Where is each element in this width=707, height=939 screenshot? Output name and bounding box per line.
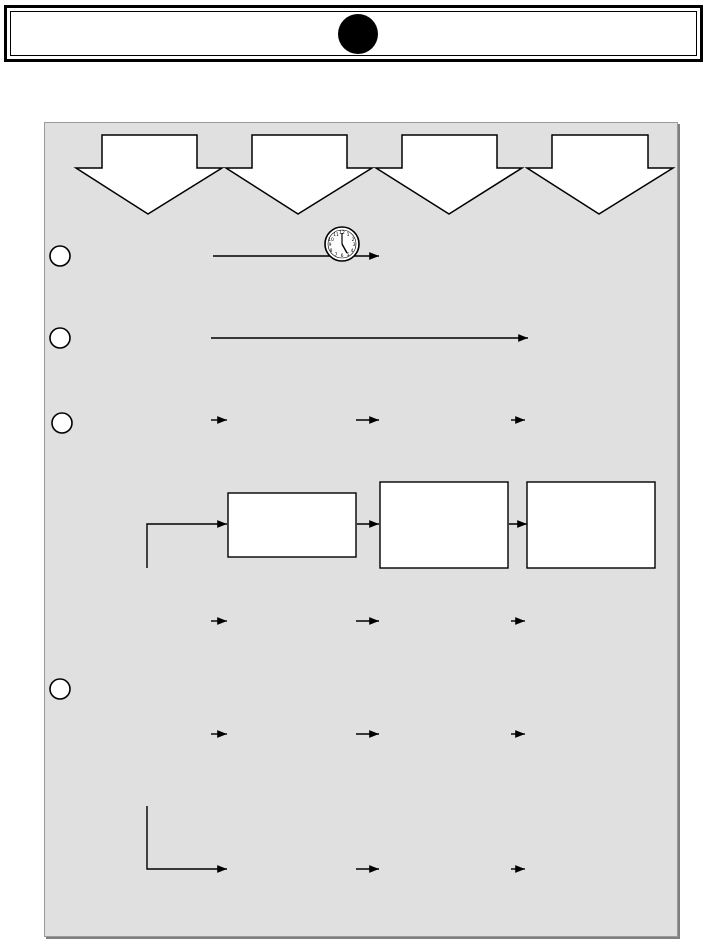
- row-marker-4: [49, 678, 71, 700]
- header-circle-marker: [338, 14, 378, 54]
- row-marker-1: [49, 245, 71, 267]
- svg-text:10: 10: [328, 237, 334, 243]
- flow-box-3: [526, 481, 656, 569]
- svg-text:4: 4: [351, 248, 354, 254]
- column-arrow-4: [524, 134, 676, 215]
- svg-text:9: 9: [329, 242, 332, 248]
- svg-text:6: 6: [341, 253, 344, 259]
- svg-text:7: 7: [335, 252, 338, 258]
- svg-text:8: 8: [330, 248, 333, 254]
- column-arrow-2: [223, 134, 375, 215]
- header-inner-border: [10, 11, 697, 56]
- column-arrow-1: [73, 134, 225, 215]
- svg-text:11: 11: [333, 232, 339, 238]
- svg-text:2: 2: [352, 237, 355, 243]
- bottom-flow-bracket: [146, 806, 227, 873]
- header-banner: [4, 5, 703, 62]
- column-arrow-3: [373, 134, 525, 215]
- row-marker-3: [51, 412, 73, 434]
- svg-text:1: 1: [347, 232, 350, 238]
- svg-text:5: 5: [347, 252, 350, 258]
- flow-box-1: [227, 492, 357, 558]
- svg-text:3: 3: [353, 242, 356, 248]
- flow-box-2: [379, 481, 509, 569]
- row-marker-2: [49, 327, 71, 349]
- box-flow-bracket: [146, 520, 227, 568]
